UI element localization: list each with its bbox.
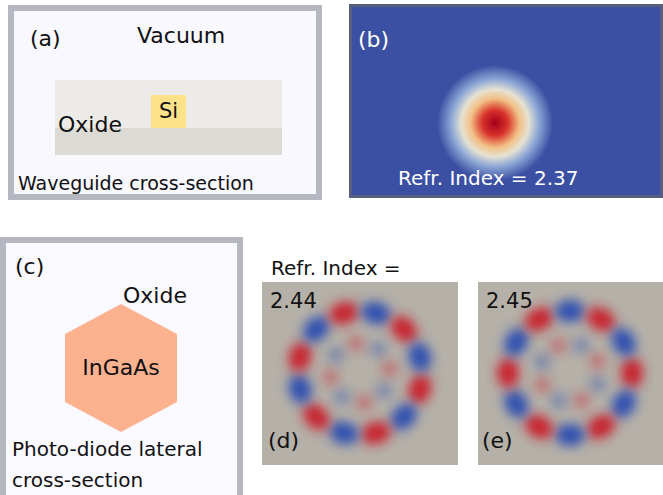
index-heading: Refr. Index =: [271, 256, 401, 280]
panel-letter: (a): [30, 26, 61, 52]
mode-lobes: [497, 300, 643, 446]
panel-e: 2.45 (e): [478, 282, 663, 465]
index-value: Refr. Index = 2.37: [398, 166, 579, 190]
mode-panel: [262, 282, 458, 465]
panel-letter: (d): [268, 428, 299, 454]
silicon-core: Si: [151, 95, 186, 128]
panel-c: (c) OxidePhoto-diode lateral cross-sectio…: [0, 237, 243, 495]
panel-d: 2.44 (d): [262, 282, 458, 465]
panel-frame: [351, 6, 662, 197]
panel-b: (b) Refr. Index = 2.37: [349, 4, 663, 198]
index-value: 2.44: [270, 289, 317, 314]
panel-caption: Photo-diode lateral cross-section: [12, 434, 240, 495]
panel-a: (a) VacuumWaveguide cross-section Oxide Si: [8, 5, 322, 200]
panel-frame: [3, 240, 240, 495]
oxide-layer: Oxide Si: [55, 80, 282, 155]
mode-panel: [478, 282, 663, 465]
panel-caption: Waveguide cross-section: [18, 172, 254, 195]
region-label: Vacuum: [137, 23, 225, 49]
panel-frame: [11, 8, 319, 197]
panel-letter: (e): [482, 428, 513, 454]
panel-letter: (c): [15, 254, 44, 280]
panel-letter: (b): [358, 27, 389, 53]
material-label: Oxide: [58, 112, 122, 138]
mode-profile: [437, 65, 553, 181]
material-label: InGaAs: [82, 355, 159, 381]
index-value: 2.45: [486, 289, 533, 314]
ingaas-hexagon: InGaAs: [65, 304, 177, 432]
material-label: Si: [159, 99, 178, 124]
mode-lobes: [286, 299, 435, 448]
material-label: Oxide: [123, 283, 187, 309]
